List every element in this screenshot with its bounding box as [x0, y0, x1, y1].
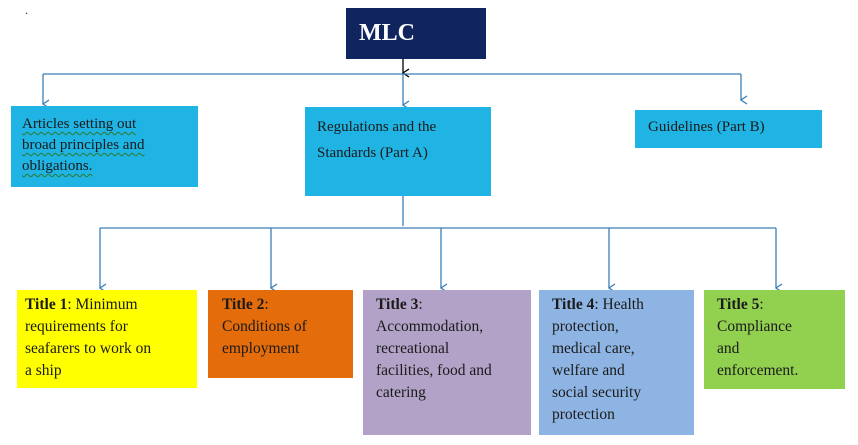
- title-3-node: Title 3: Accommodation, recreational fac…: [363, 290, 531, 435]
- title-1-line-1: requirements for: [25, 318, 128, 335]
- title-5-line-2: and: [717, 340, 740, 357]
- articles-node: Articles setting out broad principles an…: [11, 106, 198, 187]
- articles-line-3: obligations.: [22, 158, 93, 174]
- stray-dot: .: [25, 3, 28, 17]
- title-3-first: :: [418, 296, 423, 313]
- title-2-first: :: [264, 296, 269, 313]
- title-4-first: : Health: [594, 296, 644, 313]
- title-3-line-1: Accommodation,: [376, 318, 484, 335]
- title-4-line-5: protection: [552, 406, 615, 423]
- title-5-line-1: Compliance: [717, 318, 792, 335]
- title-5-line-3: enforcement.: [717, 362, 799, 379]
- title-1-line-3: a ship: [25, 362, 62, 379]
- title-1-heading: Title 1: [25, 296, 68, 313]
- title-2-node: Title 2: Conditions of employment: [208, 290, 353, 378]
- title-1-first: : Minimum: [67, 296, 138, 313]
- title-3-heading: Title 3: [376, 296, 419, 313]
- title-4-line-2: medical care,: [552, 340, 635, 357]
- title-3-line-4: catering: [376, 384, 426, 401]
- title-2-heading: Title 2: [222, 296, 265, 313]
- regulations-line-1: Regulations and the: [317, 119, 437, 135]
- title-4-heading: Title 4: [552, 296, 595, 313]
- title-4-line-3: welfare and: [552, 362, 625, 379]
- title-4-line-1: protection,: [552, 318, 619, 335]
- mlc-root-node: MLC: [346, 8, 486, 59]
- regulations-node: Regulations and the Standards (Part A): [305, 107, 491, 196]
- regulations-line-2: Standards (Part A): [317, 145, 428, 161]
- title-1-line-2: seafarers to work on: [25, 340, 152, 357]
- title-5-first: :: [759, 296, 764, 313]
- title-2-line-2: employment: [222, 340, 300, 357]
- title-4-node: Title 4: Health protection, medical care…: [539, 290, 694, 435]
- guidelines-line-1: Guidelines (Part B): [648, 119, 765, 135]
- mlc-root-label: MLC: [359, 20, 415, 46]
- title-1-node: Title 1: Minimum requirements for seafar…: [17, 290, 197, 388]
- guidelines-node: Guidelines (Part B): [635, 110, 822, 148]
- title-4-line-4: social security: [552, 384, 642, 401]
- articles-line-1: Articles setting out: [22, 116, 137, 132]
- title-5-node: Title 5: Compliance and enforcement.: [704, 290, 845, 389]
- title-2-line-1: Conditions of: [222, 318, 307, 335]
- articles-line-2: broad principles and: [22, 137, 145, 153]
- title-5-heading: Title 5: [717, 296, 760, 313]
- title-3-line-3: facilities, food and: [376, 362, 492, 379]
- title-3-line-2: recreational: [376, 340, 450, 357]
